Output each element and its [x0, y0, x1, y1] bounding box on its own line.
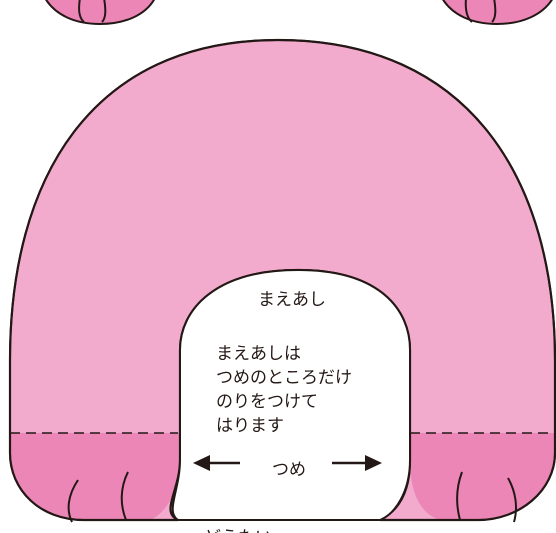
top-left-foot-claw-1 — [78, 0, 85, 23]
left-paw-claw-1 — [67, 479, 79, 523]
right-paw-area — [410, 433, 555, 520]
instruction-line: はります — [216, 416, 284, 436]
instruction-line: つめのところだけ — [216, 368, 352, 388]
top-right-foot-claw-2 — [491, 0, 497, 23]
part-title: まえあし — [258, 290, 326, 310]
instruction-line: のりをつけて — [216, 392, 318, 412]
inner-cutout — [171, 268, 411, 521]
right-paw-claw-1 — [456, 471, 463, 521]
left-paw-claw-2 — [120, 471, 129, 521]
left-paw-area — [10, 433, 180, 520]
right-paw-claw-2 — [507, 477, 517, 523]
claw-label: つめ — [272, 460, 306, 480]
top-right-foot-partial — [442, 0, 553, 26]
top-right-foot-claw-1 — [464, 0, 473, 23]
arrow-right-icon — [332, 455, 382, 471]
bottom-partial-label: どうたい — [204, 523, 272, 533]
arrow-left-icon — [193, 455, 240, 471]
instruction-line: まえあしは — [216, 344, 301, 364]
top-left-foot-claw-2 — [101, 0, 107, 23]
glue-instructions: まえあしは つめのところだけ のりをつけて はります — [216, 342, 352, 438]
top-left-foot-partial — [45, 0, 155, 26]
